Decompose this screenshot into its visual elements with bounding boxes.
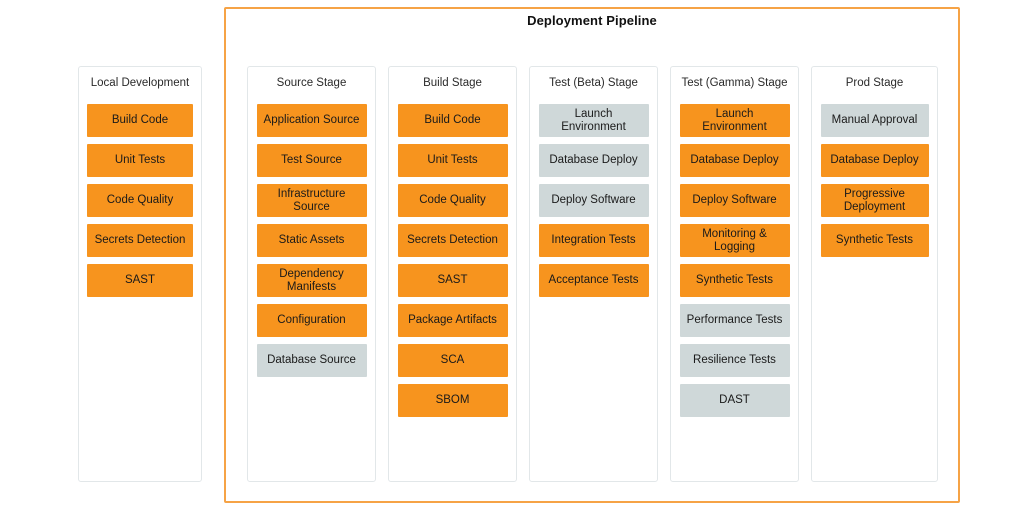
task-box[interactable]: Test Source: [256, 144, 367, 177]
task-box[interactable]: Unit Tests: [397, 144, 508, 177]
task-box[interactable]: Secrets Detection: [397, 224, 508, 257]
stage-title: Build Stage: [423, 77, 482, 89]
task-box[interactable]: Configuration: [256, 304, 367, 337]
task-box[interactable]: Progressive Deployment: [820, 184, 929, 217]
task-box[interactable]: Synthetic Tests: [820, 224, 929, 257]
page-title: Deployment Pipeline: [527, 13, 657, 28]
task-box[interactable]: Infrastructure Source: [256, 184, 367, 217]
stage-title: Source Stage: [276, 77, 347, 89]
task-box[interactable]: Resilience Tests: [679, 344, 790, 377]
task-box[interactable]: Deploy Software: [679, 184, 790, 217]
task-box[interactable]: Deploy Software: [538, 184, 649, 217]
task-box[interactable]: DAST: [679, 384, 790, 417]
task-box[interactable]: Application Source: [256, 104, 367, 137]
task-box[interactable]: SAST: [397, 264, 508, 297]
task-box[interactable]: Code Quality: [87, 184, 193, 217]
task-box[interactable]: Integration Tests: [538, 224, 649, 257]
task-box[interactable]: Build Code: [397, 104, 508, 137]
task-box[interactable]: Static Assets: [256, 224, 367, 257]
task-box[interactable]: Unit Tests: [87, 144, 193, 177]
task-box[interactable]: Build Code: [87, 104, 193, 137]
deployment-pipeline-frame: [224, 7, 960, 503]
task-box[interactable]: Code Quality: [397, 184, 508, 217]
task-box[interactable]: Synthetic Tests: [679, 264, 790, 297]
task-box[interactable]: Database Deploy: [820, 144, 929, 177]
task-box[interactable]: SAST: [87, 264, 193, 297]
task-box[interactable]: SBOM: [397, 384, 508, 417]
task-box[interactable]: Monitoring & Logging: [679, 224, 790, 257]
stage-title: Test (Beta) Stage: [549, 77, 638, 89]
stage-title: Test (Gamma) Stage: [681, 77, 788, 89]
stage-title: Prod Stage: [845, 77, 904, 89]
task-box[interactable]: Database Deploy: [538, 144, 649, 177]
task-box[interactable]: Secrets Detection: [87, 224, 193, 257]
task-box[interactable]: Dependency Manifests: [256, 264, 367, 297]
task-box[interactable]: SCA: [397, 344, 508, 377]
task-box[interactable]: Package Artifacts: [397, 304, 508, 337]
task-box[interactable]: Manual Approval: [820, 104, 929, 137]
task-box[interactable]: Launch Environment: [538, 104, 649, 137]
task-box[interactable]: Acceptance Tests: [538, 264, 649, 297]
task-box[interactable]: Performance Tests: [679, 304, 790, 337]
task-box[interactable]: Launch Environment: [679, 104, 790, 137]
task-box[interactable]: Database Deploy: [679, 144, 790, 177]
task-box[interactable]: Database Source: [256, 344, 367, 377]
stage-title: Local Development: [90, 77, 190, 89]
